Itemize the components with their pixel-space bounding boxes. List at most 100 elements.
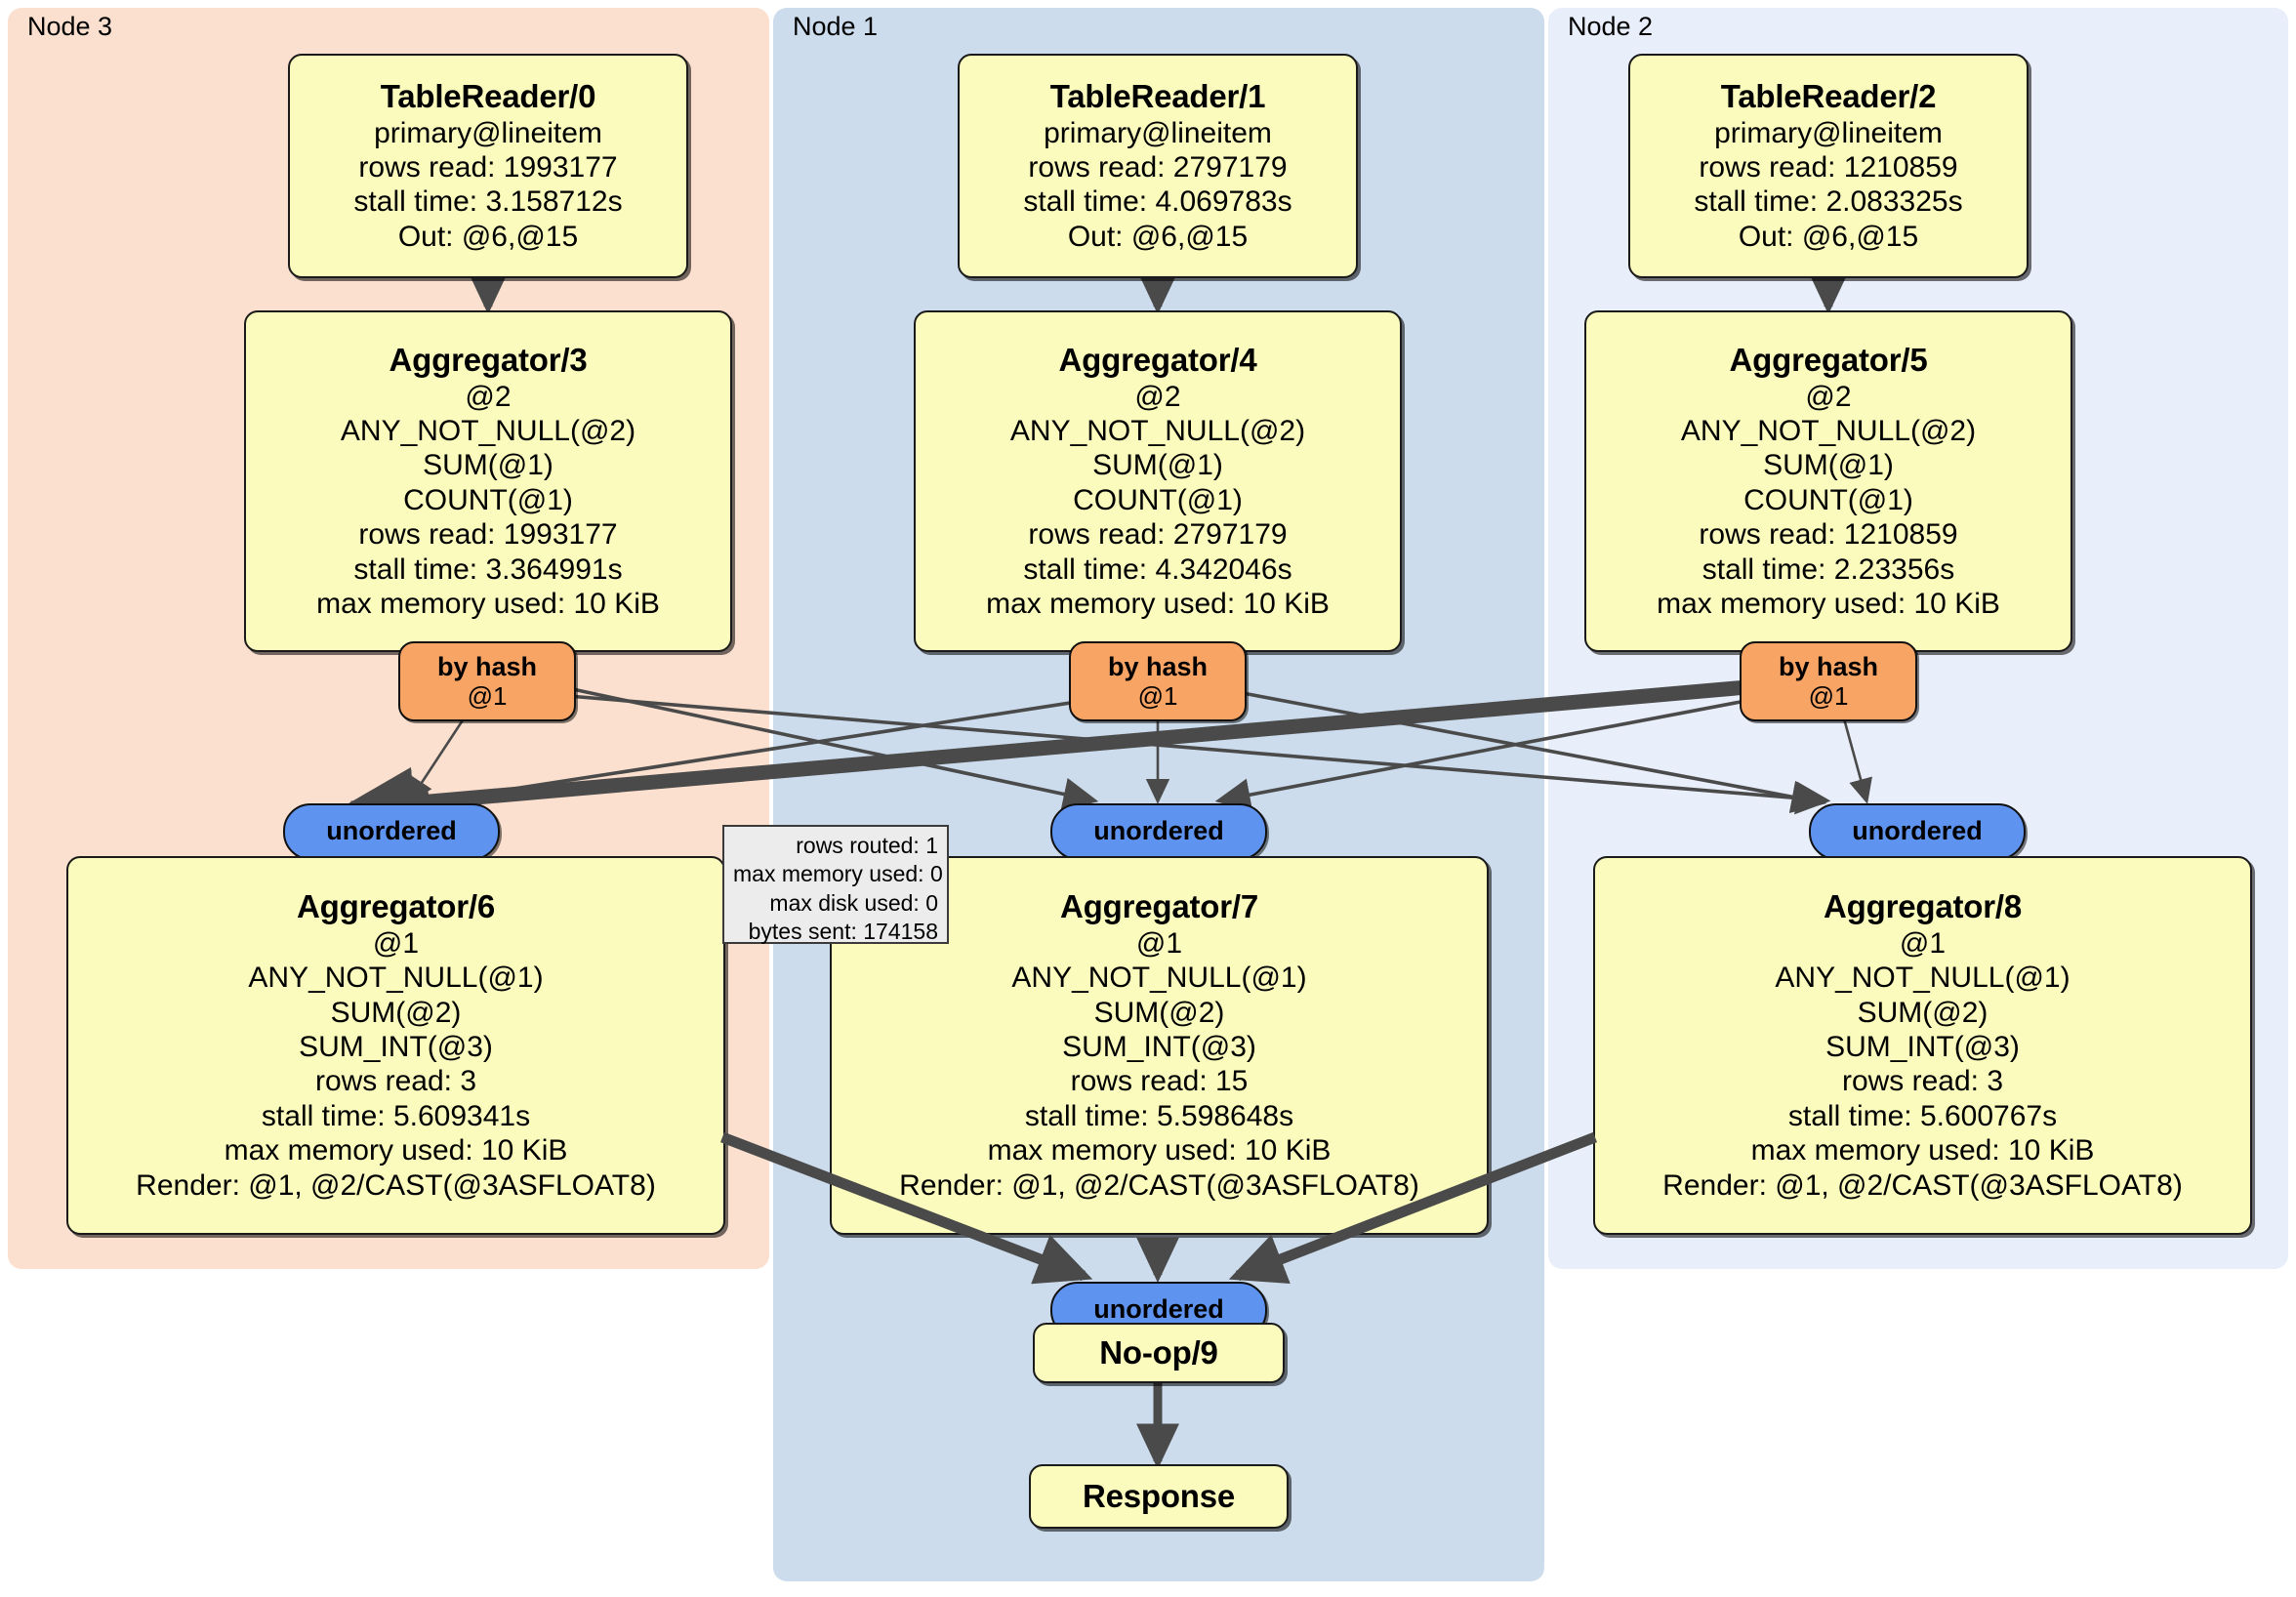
operator-detail: max memory used: 10 KiB	[316, 587, 660, 620]
operator-detail: SUM_INT(@3)	[1825, 1031, 2020, 1064]
operator-detail: rows read: 3	[1841, 1065, 2004, 1098]
operator-detail: @1	[372, 926, 420, 960]
operator-tablereader-2[interactable]: TableReader/2 primary@lineitem rows read…	[1628, 54, 2029, 278]
router-by-hash-3[interactable]: by hash @1	[398, 641, 576, 721]
operator-detail: max memory used: 10 KiB	[224, 1134, 568, 1167]
operator-detail: @2	[1805, 380, 1852, 413]
operator-detail: rows read: 1993177	[358, 518, 618, 552]
operator-detail: stall time: 5.600767s	[1787, 1099, 2058, 1132]
stats-max-memory-used: max memory used: 0	[733, 861, 943, 887]
operator-aggregator-8[interactable]: Aggregator/8 @1 ANY_NOT_NULL(@1) SUM(@2)…	[1593, 856, 2252, 1235]
stream-unordered-8[interactable]: unordered	[1809, 803, 2026, 860]
operator-title: Aggregator/7	[1060, 887, 1258, 924]
operator-title: Aggregator/8	[1824, 887, 2022, 924]
operator-detail: @2	[1134, 380, 1181, 413]
operator-detail: Render: @1, @2/CAST(@3ASFLOAT8)	[899, 1168, 1419, 1202]
operator-detail: rows read: 2797179	[1028, 518, 1288, 552]
operator-detail: stall time: 5.609341s	[261, 1099, 531, 1132]
operator-detail: COUNT(@1)	[403, 483, 573, 516]
operator-detail: rows read: 1210859	[1699, 151, 1958, 184]
operator-title: Aggregator/4	[1058, 341, 1257, 378]
operator-detail: stall time: 4.342046s	[1023, 553, 1292, 586]
operator-detail: Render: @1, @2/CAST(@3ASFLOAT8)	[136, 1168, 656, 1202]
operator-detail: ANY_NOT_NULL(@2)	[340, 414, 636, 447]
operator-detail: max memory used: 10 KiB	[986, 587, 1330, 620]
operator-detail: COUNT(@1)	[1073, 483, 1243, 516]
operator-detail: ANY_NOT_NULL(@2)	[1009, 414, 1306, 447]
operator-detail: max memory used: 10 KiB	[987, 1134, 1332, 1167]
operator-detail: SUM(@1)	[1092, 449, 1223, 482]
cluster-label-node-1: Node 1	[793, 12, 879, 41]
router-title: by hash	[436, 651, 538, 681]
operator-detail: rows read: 15	[1070, 1065, 1249, 1098]
operator-detail: stall time: 5.598648s	[1024, 1099, 1294, 1132]
stats-max-disk-used: max disk used: 0	[769, 889, 938, 916]
stream-title: unordered	[1093, 816, 1224, 846]
operator-no-op-9[interactable]: No-op/9	[1033, 1323, 1285, 1383]
operator-aggregator-3[interactable]: Aggregator/3 @2 ANY_NOT_NULL(@2) SUM(@1)…	[244, 310, 732, 652]
operator-detail: stall time: 2.23356s	[1702, 553, 1955, 586]
operator-tablereader-1[interactable]: TableReader/1 primary@lineitem rows read…	[958, 54, 1358, 278]
operator-title: Aggregator/6	[297, 887, 495, 924]
operator-detail: max memory used: 10 KiB	[1750, 1134, 2095, 1167]
operator-detail: stall time: 4.069783s	[1023, 185, 1292, 219]
edge-hash3-unordered8	[555, 693, 1831, 815]
stats-bytes-sent: bytes sent: 174158	[748, 919, 938, 945]
operator-detail: primary@lineitem	[374, 116, 602, 149]
operator-detail: rows read: 1993177	[358, 151, 618, 184]
operator-detail: SUM(@2)	[330, 996, 462, 1029]
operator-detail: stall time: 3.158712s	[353, 185, 623, 219]
operator-title: Aggregator/5	[1729, 341, 1928, 378]
router-by-hash-4[interactable]: by hash @1	[1069, 641, 1247, 721]
operator-detail: @1	[1899, 926, 1947, 960]
router-title: by hash	[1107, 651, 1209, 681]
operator-detail: rows read: 3	[314, 1065, 477, 1098]
edge-hash5-unordered7	[1214, 693, 1778, 811]
operator-detail: SUM_INT(@3)	[299, 1031, 493, 1064]
operator-detail: stall time: 2.083325s	[1694, 185, 1963, 219]
operator-aggregator-7[interactable]: Aggregator/7 @1 ANY_NOT_NULL(@1) SUM(@2)…	[830, 856, 1489, 1235]
operator-title: Response	[1082, 1477, 1236, 1514]
operator-detail: @2	[465, 380, 512, 413]
router-column: @1	[467, 680, 508, 711]
stream-unordered-6[interactable]: unordered	[283, 803, 500, 860]
operator-aggregator-4[interactable]: Aggregator/4 @2 ANY_NOT_NULL(@2) SUM(@1)…	[914, 310, 1402, 652]
operator-detail: stall time: 3.364991s	[353, 553, 623, 586]
operator-title: No-op/9	[1099, 1333, 1218, 1371]
operator-detail: rows read: 1210859	[1699, 518, 1958, 552]
operator-detail: SUM(@1)	[1763, 449, 1894, 482]
operator-detail: Render: @1, @2/CAST(@3ASFLOAT8)	[1662, 1168, 2183, 1202]
operator-aggregator-6[interactable]: Aggregator/6 @1 ANY_NOT_NULL(@1) SUM(@2)…	[66, 856, 725, 1235]
cluster-label-node-3: Node 3	[27, 12, 113, 41]
operator-detail: Out: @6,@15	[397, 220, 579, 253]
router-title: by hash	[1778, 651, 1879, 681]
router-column: @1	[1808, 680, 1849, 711]
cluster-label-node-2: Node 2	[1568, 12, 1654, 41]
operator-detail: @1	[1135, 926, 1183, 960]
operator-detail: primary@lineitem	[1714, 116, 1943, 149]
operator-detail: COUNT(@1)	[1743, 483, 1913, 516]
operator-detail: Out: @6,@15	[1738, 220, 1919, 253]
operator-title: TableReader/2	[1720, 77, 1937, 114]
operator-title: TableReader/0	[380, 77, 596, 114]
operator-detail: rows read: 2797179	[1028, 151, 1288, 184]
operator-detail: ANY_NOT_NULL(@1)	[248, 962, 544, 995]
router-by-hash-5[interactable]: by hash @1	[1740, 641, 1917, 721]
operator-detail: ANY_NOT_NULL(@2)	[1680, 414, 1977, 447]
operator-detail: SUM(@1)	[423, 449, 554, 482]
router-column: @1	[1137, 680, 1178, 711]
operator-tablereader-0[interactable]: TableReader/0 primary@lineitem rows read…	[288, 54, 688, 278]
stream-title: unordered	[326, 816, 457, 846]
operator-detail: max memory used: 10 KiB	[1657, 587, 2000, 620]
edge-hash3-unordered7	[554, 683, 1099, 811]
operator-response[interactable]: Response	[1029, 1464, 1289, 1529]
operator-detail: ANY_NOT_NULL(@1)	[1775, 962, 2070, 995]
edge-hash4-unordered8	[1221, 687, 1827, 813]
operator-detail: SUM(@2)	[1857, 996, 1988, 1029]
operator-detail: primary@lineitem	[1044, 116, 1272, 149]
stats-rows-routed: rows routed: 1	[796, 833, 938, 858]
router-stats-tooltip: rows routed: 1 max memory used: 0 max di…	[722, 825, 949, 944]
